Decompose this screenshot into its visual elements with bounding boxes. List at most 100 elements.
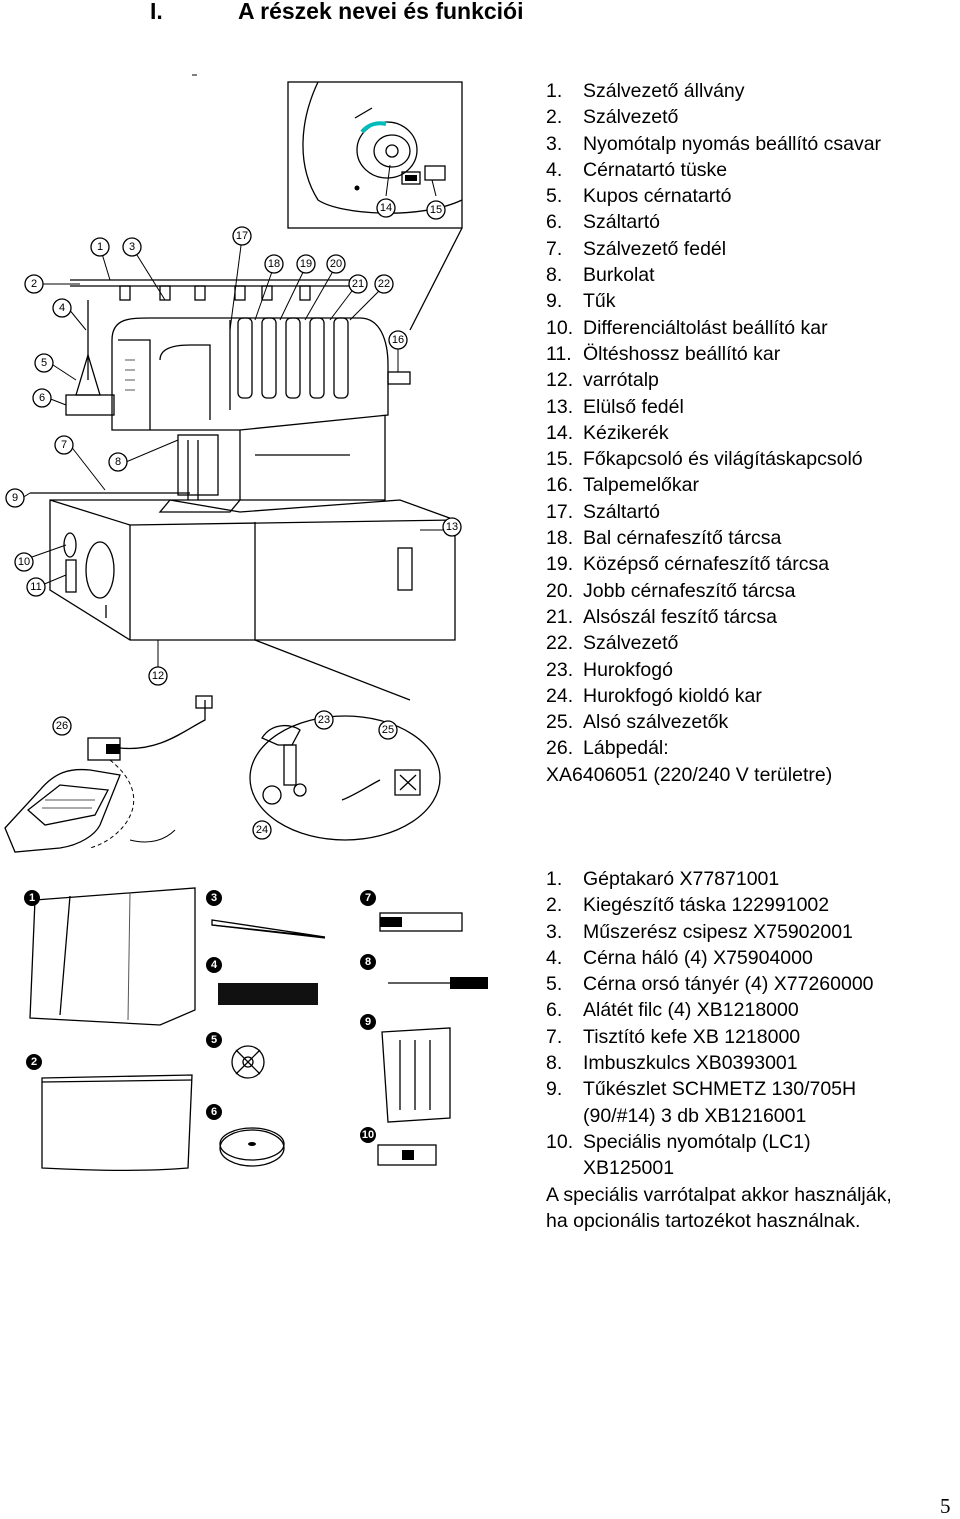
- item-number: 8.: [546, 264, 563, 287]
- heading-title: A részek nevei és funkciói: [238, 0, 524, 24]
- item-label: Alsószál feszítő tárcsa: [583, 605, 777, 628]
- item-label: Hurokfogó kioldó kar: [583, 684, 762, 707]
- item-label: Alsó szálvezetők: [583, 711, 729, 734]
- accessory-marker-10: 10: [360, 1127, 376, 1143]
- item-number: 25.: [546, 711, 574, 734]
- item-number: 7.: [546, 1025, 563, 1048]
- parts-list-item: 3.Nyomótalp nyomás beállító csavar: [546, 131, 881, 157]
- item-number: 13.: [546, 395, 574, 418]
- parts-list-item: 23.Hurokfogó: [546, 657, 881, 683]
- item-number: 2.: [546, 106, 563, 129]
- accessories-list-item: 7.Tisztító kefe XB 1218000: [546, 1024, 892, 1050]
- svg-text:15: 15: [430, 204, 442, 216]
- item-label: Tűk: [583, 290, 616, 313]
- item-number: 6.: [546, 211, 563, 234]
- svg-text:16: 16: [392, 334, 404, 346]
- accessory-marker-7: 7: [360, 890, 376, 906]
- item-number: 8.: [546, 1052, 563, 1075]
- item-label: Cérna orsó tányér (4) X77260000: [583, 973, 874, 996]
- svg-text:22: 22: [378, 278, 390, 290]
- callout-leaders: [21, 164, 444, 701]
- accessories-list-item: 3. Műszerész csipesz X75902001: [546, 919, 892, 945]
- item-label: Kiegészítő táska 122991002: [583, 894, 830, 917]
- page-heading: I. A részek nevei és funkciói: [150, 0, 524, 25]
- item-label: Műszerész csipesz X75902001: [583, 920, 853, 943]
- accessories-list-item: 8.Imbuszkulcs XB0393001: [546, 1050, 892, 1076]
- item-label: Elülső fedél: [583, 395, 684, 418]
- svg-text:9: 9: [365, 1016, 371, 1028]
- looper-closeup: [249, 715, 441, 841]
- item-number: 5.: [546, 973, 563, 996]
- item-label: varrótalp: [583, 369, 659, 392]
- callout-19: 19: [296, 254, 316, 274]
- heading-number: I.: [150, 0, 163, 24]
- accessory-marker-6: 6: [206, 1104, 222, 1120]
- svg-text:8: 8: [365, 956, 371, 968]
- svg-text:1: 1: [29, 892, 35, 904]
- svg-text:5: 5: [41, 357, 47, 369]
- callout-11: 11: [26, 577, 46, 597]
- item-label: Száltartó: [583, 211, 660, 234]
- foot-pedal: [4, 695, 213, 853]
- item-number: 9.: [546, 1078, 563, 1101]
- callout-13: 13: [442, 517, 462, 537]
- parts-list-item: 18.Bal cérnafeszítő tárcsa: [546, 525, 881, 551]
- parts-list-item: 14.Kézikerék: [546, 420, 881, 446]
- item-number: 22.: [546, 632, 574, 655]
- svg-text:19: 19: [300, 258, 312, 270]
- parts-list-item: 12.varrótalp: [546, 367, 881, 393]
- svg-text:17: 17: [236, 230, 248, 242]
- item-label: Géptakaró X77871001: [583, 868, 780, 890]
- callout-25: 25: [378, 720, 398, 740]
- item-number: 3.: [546, 920, 563, 943]
- accessories-list-item: 5. Cérna orsó tányér (4) X77260000: [546, 971, 892, 997]
- callout-2: 2: [24, 274, 44, 294]
- item-label: Szálvezető állvány: [583, 80, 745, 102]
- callout-16: 16: [388, 330, 408, 350]
- callout-18: 18: [264, 254, 284, 274]
- item-number: 19.: [546, 553, 574, 576]
- callout-23: 23: [314, 710, 334, 730]
- svg-text:7: 7: [61, 439, 67, 451]
- item-number: 1.: [546, 868, 563, 890]
- accessories-list-item: 9.Tűkészlet SCHMETZ 130/705H: [546, 1076, 892, 1102]
- item-label: Kupos cérnatartó: [583, 185, 732, 208]
- parts-list-item: 11.Öltéshossz beállító kar: [546, 341, 881, 367]
- svg-text:4: 4: [59, 302, 65, 314]
- svg-text:2: 2: [31, 278, 37, 290]
- svg-text:18: 18: [268, 258, 280, 270]
- svg-text:9: 9: [12, 492, 18, 504]
- item-label: Nyomótalp nyomás beállító csavar: [583, 132, 882, 155]
- svg-text:23: 23: [318, 714, 330, 726]
- item-number: 20.: [546, 579, 574, 602]
- svg-text:10: 10: [18, 556, 30, 568]
- parts-list-item: 26.Lábpedál:: [546, 735, 881, 761]
- item-label: (90/#14) 3 db XB1216001: [583, 1104, 807, 1127]
- item-label: Hurokfogó: [583, 658, 673, 681]
- accessories-list-item: 1. Géptakaró X77871001: [546, 866, 892, 892]
- svg-text:26: 26: [56, 720, 68, 732]
- accessory-marker-2: 2: [26, 1054, 42, 1070]
- item-label: Cérnatartó tüske: [583, 158, 728, 181]
- accessories-list-item: XB125001: [546, 1155, 892, 1181]
- callout-5: 5: [34, 353, 54, 373]
- item-label: Burkolat: [583, 264, 655, 287]
- parts-list-item: 13. Elülső fedél: [546, 394, 881, 420]
- serger-machine: [30, 279, 456, 641]
- item-number: 17.: [546, 500, 574, 523]
- svg-text:13: 13: [446, 521, 458, 533]
- item-number: 21.: [546, 605, 574, 628]
- item-label: Száltartó: [583, 500, 660, 523]
- item-number: 26.: [546, 737, 574, 760]
- parts-list-item: 4.Cérnatartó tüske: [546, 157, 881, 183]
- callout-7: 7: [54, 435, 74, 455]
- item-label: Kézikerék: [583, 421, 669, 444]
- item-label: Középső cérnafeszítő tárcsa: [583, 553, 830, 576]
- svg-text:6: 6: [39, 392, 45, 404]
- item-number: 24.: [546, 684, 574, 707]
- callout-1: 1: [90, 237, 110, 257]
